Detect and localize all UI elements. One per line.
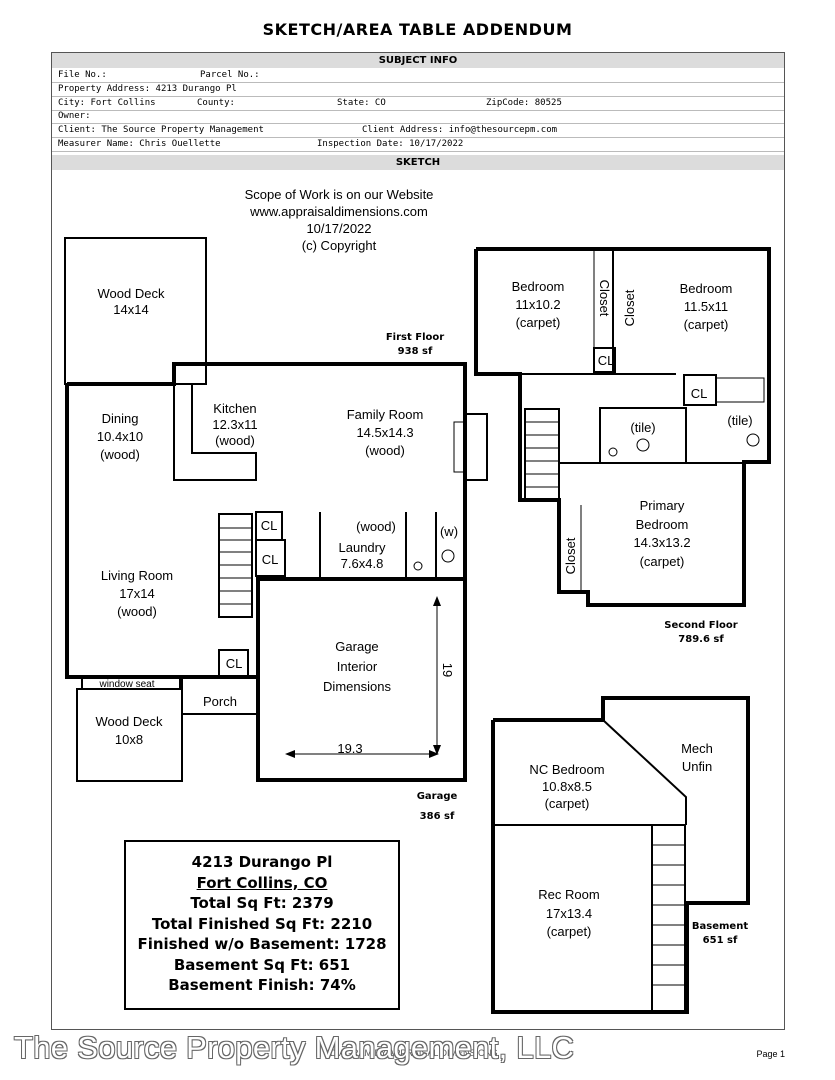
page-number: Page 1	[756, 1049, 785, 1059]
info-row-address: Property Address: 4213 Durango Pl	[52, 83, 784, 97]
closet-cl-1: CL	[260, 518, 278, 533]
inspection-date: Inspection Date: 10/17/2022	[317, 139, 464, 149]
room-laundry: Laundry 7.6x4.8	[338, 540, 386, 571]
room-kitchen: Kitchen 12.3x11 (wood)	[212, 401, 258, 448]
closet-cl-2: CL	[261, 552, 279, 567]
scope-line: 10/17/2022	[306, 221, 372, 236]
measurer: Measurer Name: Chris Ouellette	[58, 139, 221, 149]
room-garage: Garage Interior Dimensions	[323, 639, 391, 694]
subject-info-header: SUBJECT INFO	[52, 53, 784, 68]
room-nc-bedroom: NC Bedroom 10.8x8.5 (carpet)	[529, 762, 605, 811]
summary-total-finished: Total Finished Sq Ft: 2210	[151, 914, 373, 933]
summary-basement-finish: Basement Finish: 74%	[168, 976, 356, 994]
client: Client: The Source Property Management	[58, 125, 264, 135]
info-row-client: Client: The Source Property Management C…	[52, 124, 784, 138]
closet-cl-4: CL	[597, 353, 615, 368]
laundry-floor: (wood)	[356, 519, 396, 534]
room-bedroom-1: Bedroom 11x10.2 (carpet)	[511, 279, 565, 330]
closet-cl-3: CL	[225, 656, 243, 671]
room-primary-bedroom: Primary Bedroom 14.3x13.2 (carpet)	[633, 498, 691, 569]
bath-tile-2: (tile)	[727, 413, 753, 428]
zip-code: ZipCode: 80525	[486, 98, 562, 108]
info-row-measurer: Measurer Name: Chris Ouellette Inspectio…	[52, 138, 784, 152]
info-row-city: City: Fort Collins County: State: CO Zip…	[52, 97, 784, 111]
page-title: SKETCH/AREA TABLE ADDENDUM	[262, 20, 573, 39]
room-wood-deck-top: Wood Deck 14x14	[97, 286, 165, 317]
scope-of-work: Scope of Work is on our Website www.appr…	[200, 186, 478, 254]
room-dining: Dining 10.4x10 (wood)	[96, 411, 144, 462]
scope-line: (c) Copyright	[301, 238, 377, 253]
window-seat: window seat	[99, 679, 155, 690]
closet-label-3: Closet	[563, 537, 578, 575]
document-frame	[51, 52, 785, 1030]
closet-cl-5: CL	[690, 386, 708, 401]
room-bedroom-2: Bedroom 11.5x11 (carpet)	[679, 281, 733, 332]
washer-label: (w)	[439, 524, 459, 539]
owner: Owner:	[58, 111, 91, 121]
state: State: CO	[337, 98, 386, 108]
garage-depth: 19	[440, 662, 455, 678]
room-living-room: Living Room 17x14 (wood)	[100, 568, 174, 619]
summary-address: 4213 Durango Pl	[191, 853, 333, 871]
garage-label: Garage 386 sf	[416, 791, 458, 822]
summary-total-sq-ft: Total Sq Ft: 2379	[190, 894, 334, 912]
first-floor-label: First Floor 938 sf	[385, 332, 445, 357]
footer-credit: DIAGRAM BY APPRAISAL DIMENSIONS	[330, 1048, 498, 1058]
basement-label: Basement 651 sf	[691, 921, 749, 946]
bath-tile-1: (tile)	[630, 420, 656, 435]
scope-line: www.appraisaldimensions.com	[250, 204, 428, 219]
summary-finished-wo-basement: Finished w/o Basement: 1728	[137, 935, 387, 953]
scope-line: Scope of Work is on our Website	[244, 187, 434, 202]
property-address: Property Address: 4213 Durango Pl	[58, 84, 237, 94]
room-family-room: Family Room 14.5x14.3 (wood)	[346, 407, 424, 458]
file-no: File No.:	[58, 70, 107, 80]
summary-city: Fort Collins, CO	[196, 873, 328, 892]
info-row-owner: Owner:	[52, 110, 784, 124]
room-porch: Porch	[203, 694, 237, 709]
city: City: Fort Collins	[58, 98, 156, 108]
room-mech: Mech Unfin	[681, 741, 713, 774]
parcel-no: Parcel No.:	[200, 70, 260, 80]
watermark-text: The Source Property Management, LLC	[14, 1030, 575, 1065]
info-row-file: File No.: Parcel No.:	[52, 69, 784, 83]
county: County:	[197, 98, 235, 108]
closet-label-1: Closet	[597, 279, 612, 317]
closet-label-2: Closet	[622, 289, 637, 327]
client-address: Client Address: info@thesourcepm.com	[362, 125, 558, 135]
room-rec-room: Rec Room 17x13.4 (carpet)	[538, 887, 600, 939]
second-floor-label: Second Floor 789.6 sf	[664, 620, 738, 645]
garage-width: 19.3	[337, 741, 363, 756]
area-summary-box: 4213 Durango Pl Fort Collins, CO Total S…	[124, 840, 400, 1010]
summary-basement-sq-ft: Basement Sq Ft: 651	[173, 955, 351, 974]
sketch-header: SKETCH	[52, 155, 784, 170]
room-wood-deck-bottom: Wood Deck 10x8	[95, 714, 163, 747]
